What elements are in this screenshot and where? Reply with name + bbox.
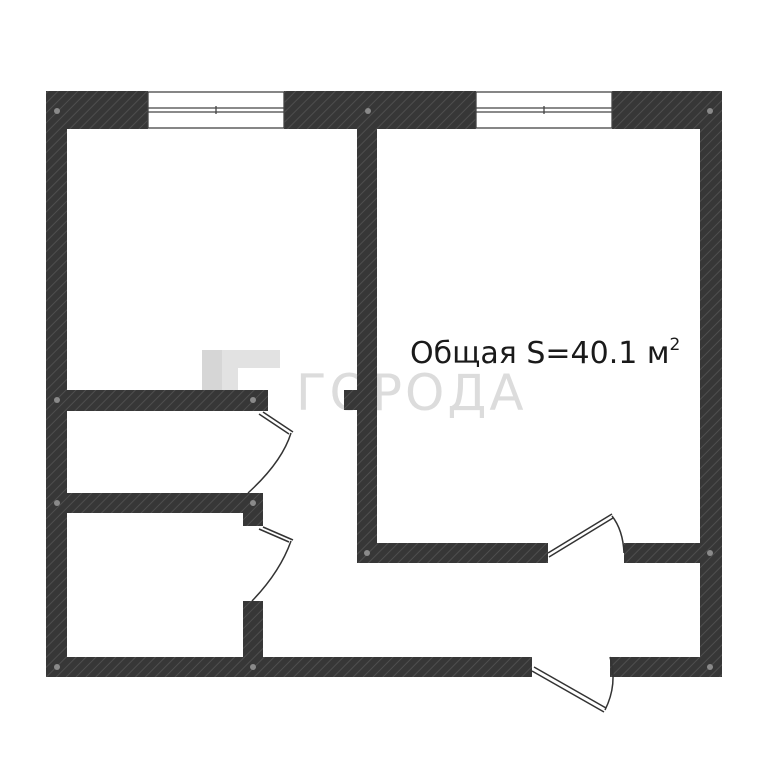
wall-right-lower <box>700 558 722 677</box>
watermark: ГОРОДА <box>202 350 527 422</box>
door-bath-upper <box>247 411 294 494</box>
wall-bath-jamb-c <box>243 601 263 661</box>
wall-partition-vertical <box>357 129 377 563</box>
wall-bath-top <box>67 390 268 411</box>
wall-bath-jamb-b <box>243 510 263 526</box>
interior-walls <box>67 129 702 661</box>
wall-dots <box>54 108 713 670</box>
wall-top-middle <box>284 91 476 129</box>
wall-stub <box>344 390 359 410</box>
watermark-text: ГОРОДА <box>296 364 527 422</box>
window-left <box>147 91 285 129</box>
wall-partition-bottom-left <box>357 543 548 563</box>
wall-partition-bottom-right <box>624 543 702 563</box>
window-right <box>475 91 613 129</box>
door-bath-lower <box>251 526 294 602</box>
wall-left <box>46 91 67 677</box>
wall-bottom-left <box>46 657 532 677</box>
wall-bottom-right <box>610 657 722 677</box>
door-entrance <box>531 656 614 713</box>
exterior-walls <box>46 91 722 677</box>
wall-right <box>700 91 722 565</box>
door-room <box>547 513 625 558</box>
doors <box>247 411 625 713</box>
wall-bath-divider <box>67 493 263 513</box>
total-area-label: Общая S=40.1 м2 <box>410 335 680 371</box>
